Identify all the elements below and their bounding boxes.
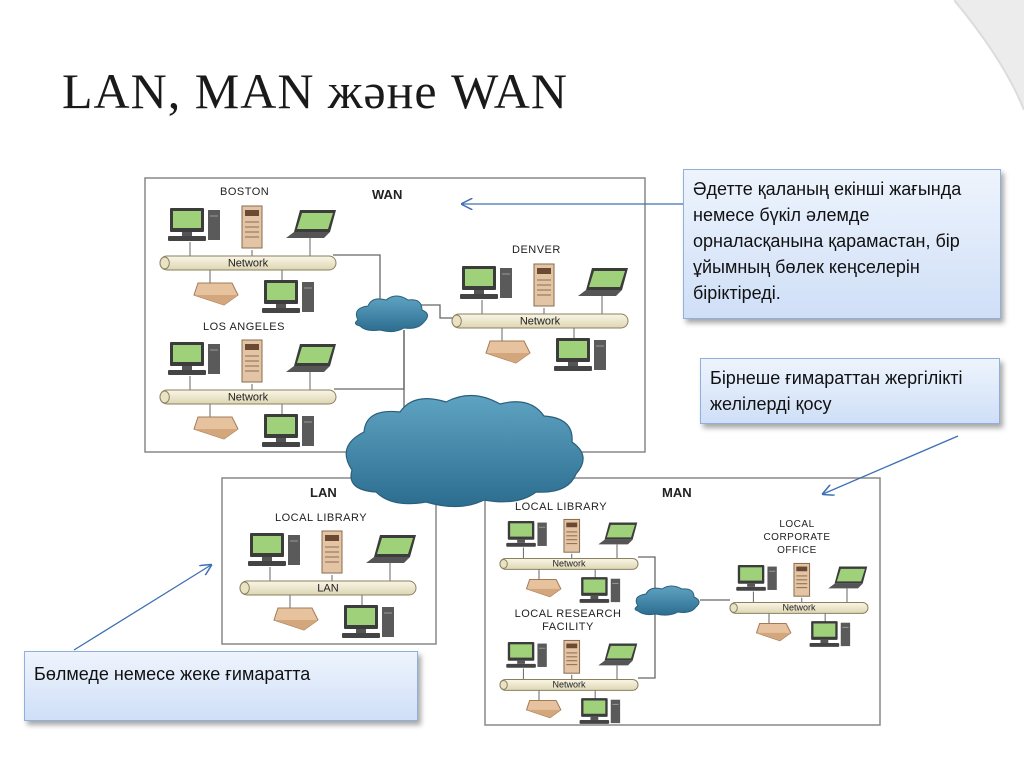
laptop-icon [598,522,638,545]
laptop-icon [366,535,416,563]
server-icon [533,263,555,307]
site-label-denver: DENVER [512,244,561,256]
desktop-computer-icon [342,605,394,638]
laptop-icon [578,268,628,296]
network-label: Network [228,392,269,404]
server-icon [241,205,263,249]
page-curl [954,0,1024,110]
network-label: Network [782,603,816,613]
internet-cloud-icon [345,394,584,508]
desktop-computer-icon [262,414,314,447]
wan-heading: WAN [372,187,402,202]
server-icon [793,562,811,597]
printer-icon [485,340,531,364]
site-label-los-angeles: LOS ANGELES [203,321,285,333]
network-backbone: Network [729,601,869,614]
wan-small-cloud-icon [354,295,428,333]
site-lan-library: LAN [239,530,417,638]
man-callout-arrow [823,435,959,494]
network-backbone: Network [499,557,639,570]
server-icon [321,530,343,574]
laptop-icon [828,566,868,589]
laptop-icon [598,643,638,666]
printer-icon [525,700,562,719]
server-icon [563,639,581,674]
server-icon [563,518,581,553]
network-label: Network [552,559,586,569]
network-label: Network [520,316,561,328]
desktop-computer-icon [460,266,512,299]
desktop-computer-icon [506,642,547,668]
desktop-computer-icon [579,577,621,603]
man-links [638,556,730,679]
site-label-boston: BOSTON [220,186,269,198]
laptop-icon [286,210,336,238]
site-los-angeles: Network [159,339,337,447]
desktop-computer-icon [736,565,777,591]
slide-title: LAN, MAN және WAN [62,63,568,119]
site-label-lan-library: LOCAL LIBRARY [275,512,367,524]
desktop-computer-icon [168,342,220,375]
man-small-cloud-icon [634,585,700,616]
desktop-computer-icon [554,338,606,371]
network-backbone: Network [451,313,629,329]
site-boston: Network [159,205,337,313]
server-icon [241,339,263,383]
laptop-icon [286,344,336,372]
printer-icon [193,282,239,306]
man-callout: Бірнеше ғимараттан жергілікті желілерді … [700,358,1000,424]
printer-icon [755,623,792,642]
man-heading: MAN [662,485,692,500]
site-man-library: Network [499,518,639,603]
desktop-computer-icon [506,521,547,547]
network-backbone: LAN [239,580,417,596]
network-backbone: Network [499,678,639,691]
wan-callout: Әдетте қаланың екінші жағында немесе бүк… [683,169,1001,319]
network-label: Network [228,258,269,270]
site-label-man-library: LOCAL LIBRARY [515,501,607,513]
desktop-computer-icon [579,698,621,724]
network-label: LAN [317,583,338,595]
site-denver: Network [451,263,629,371]
printer-icon [525,579,562,598]
network-backbone: Network [159,389,337,405]
lan-callout-arrow [73,565,211,651]
desktop-computer-icon [248,533,300,566]
lan-callout: Бөлмеде немесе жеке ғимаратта [24,651,418,721]
wan-links [333,254,455,420]
desktop-computer-icon [809,621,851,647]
site-man-corporate: Network [729,562,869,647]
network-backbone: Network [159,255,337,271]
printer-icon [193,416,239,440]
network-label: Network [552,680,586,690]
lan-heading: LAN [310,485,337,500]
desktop-computer-icon [262,280,314,313]
site-man-research: Network [499,639,639,724]
printer-icon [273,607,319,631]
desktop-computer-icon [168,208,220,241]
